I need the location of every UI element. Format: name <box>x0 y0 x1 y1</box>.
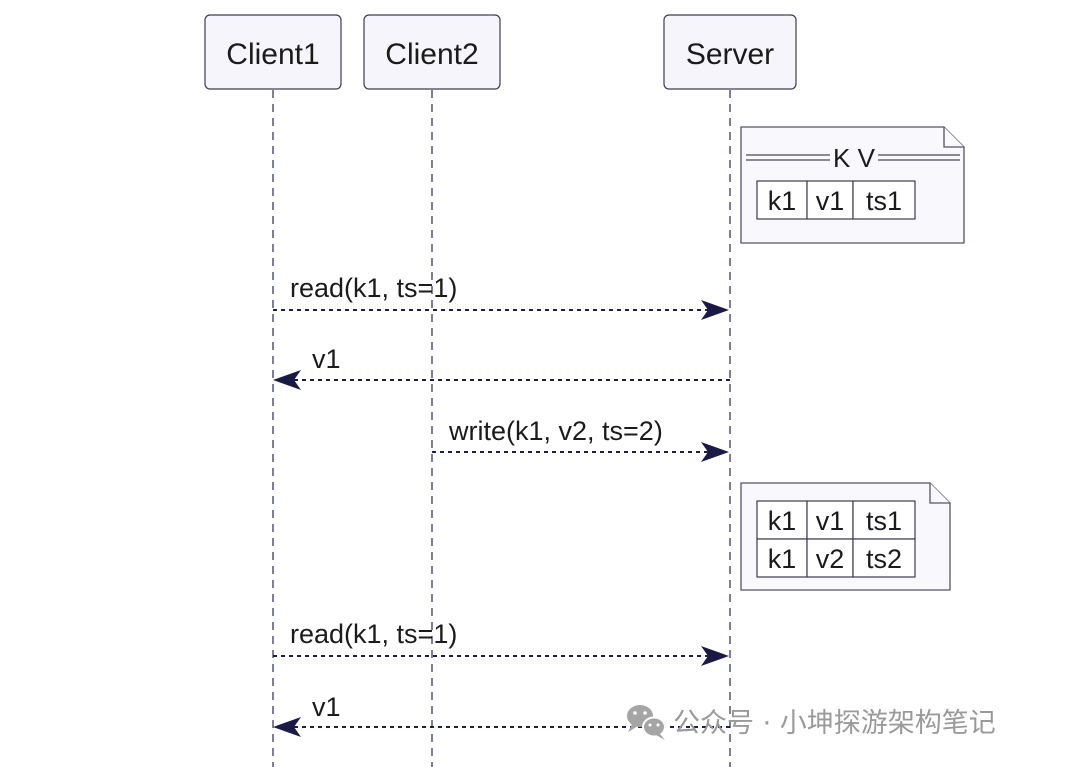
version-row: k1 v1 ts1 <box>756 500 916 540</box>
watermark: 公众号 · 小坤探游架构笔记 <box>627 705 996 740</box>
message-read-1: read(k1, ts=1) <box>273 273 729 320</box>
version-row: k1 v2 ts2 <box>756 538 916 578</box>
message-label: v1 <box>312 344 341 374</box>
message-read-2: read(k1, ts=1) <box>273 619 729 666</box>
kv-cell-key: k1 <box>768 186 797 216</box>
note-versions: k1 v1 ts1 k1 v2 ts2 <box>740 482 951 591</box>
participant-label: Client1 <box>226 38 319 71</box>
participant-label: Client2 <box>385 38 478 71</box>
version-cell-ts: ts1 <box>866 506 902 536</box>
message-label: write(k1, v2, ts=2) <box>448 416 663 446</box>
note-kv-title: K V <box>833 143 876 173</box>
participant-server: Server <box>663 14 797 90</box>
watermark-text: 公众号 · 小坤探游架构笔记 <box>673 708 996 739</box>
version-cell-value: v2 <box>816 544 845 574</box>
version-cell-ts: ts2 <box>866 544 902 574</box>
message-write: write(k1, v2, ts=2) <box>432 416 729 462</box>
message-label: read(k1, ts=1) <box>290 273 457 303</box>
wechat-icon <box>627 705 666 740</box>
version-cell-key: k1 <box>768 506 797 536</box>
participant-client2: Client2 <box>363 14 501 90</box>
version-cell-value: v1 <box>816 506 845 536</box>
kv-cell-ts: ts1 <box>866 186 902 216</box>
participant-label: Server <box>686 38 774 71</box>
message-reply-1: v1 <box>273 344 730 390</box>
kv-row: k1 v1 ts1 <box>756 180 916 220</box>
message-label: v1 <box>312 692 341 722</box>
version-cell-key: k1 <box>768 544 797 574</box>
message-label: read(k1, ts=1) <box>290 619 457 649</box>
participant-client1: Client1 <box>204 14 342 90</box>
kv-cell-value: v1 <box>816 186 845 216</box>
note-kv-store: K V k1 v1 ts1 <box>740 126 965 244</box>
